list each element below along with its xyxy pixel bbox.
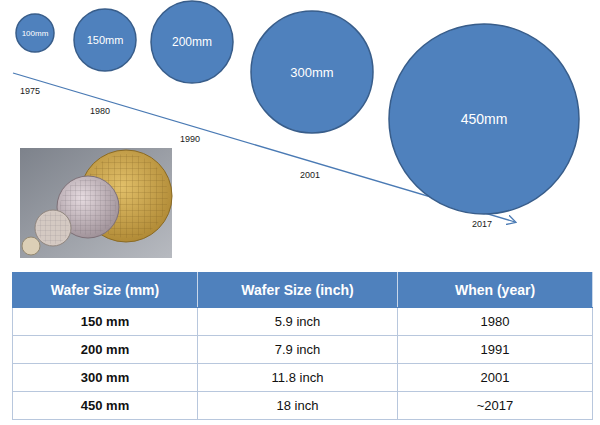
table-cell: 5.9 inch (198, 308, 398, 336)
year-label: 2017 (472, 219, 492, 229)
header-cell: Wafer Size (mm) (13, 273, 198, 308)
size-label: 150mm (87, 34, 124, 46)
wafer-200 (35, 210, 71, 246)
header-cell: When (year) (398, 273, 593, 308)
cell-text: 200 mm (81, 342, 129, 357)
table-cell: 11.8 inch (198, 364, 398, 392)
header-text: When (year) (455, 282, 535, 298)
wafer-circle: 150mm (73, 8, 137, 72)
size-label: 200mm (172, 35, 212, 49)
cell-text: 1980 (481, 314, 510, 329)
header-text: Wafer Size (inch) (241, 282, 353, 298)
table-cell: 2001 (398, 364, 593, 392)
size-label: 300mm (290, 65, 333, 80)
cell-text: 18 inch (277, 398, 319, 413)
cell-text: 7.9 inch (275, 342, 321, 357)
wafer-circle: 200mm (150, 0, 234, 84)
cell-text: ~2017 (477, 398, 514, 413)
year-label: 2001 (300, 170, 320, 180)
header-text: Wafer Size (mm) (51, 282, 159, 298)
size-label: 450mm (461, 111, 508, 127)
cell-text: 300 mm (81, 370, 129, 385)
table-cell: 300 mm (13, 364, 198, 392)
size-label: 100mm (22, 29, 49, 38)
table-cell: 150 mm (13, 308, 198, 336)
photo-ground (20, 148, 172, 258)
table-cell: 450 mm (13, 392, 198, 420)
year-label: 1990 (180, 134, 200, 144)
cell-text: 2001 (481, 370, 510, 385)
table-cell: 7.9 inch (198, 336, 398, 364)
table-cell: 1980 (398, 308, 593, 336)
cell-text: 5.9 inch (275, 314, 321, 329)
table-cell: ~2017 (398, 392, 593, 420)
table-cell: 18 inch (198, 392, 398, 420)
cell-text: 11.8 inch (272, 370, 324, 385)
table-cell: 1991 (398, 336, 593, 364)
cell-text: 450 mm (81, 398, 129, 413)
wafer-100 (22, 237, 40, 255)
year-label: 1975 (20, 86, 40, 96)
wafer-circle: 450mm (388, 23, 580, 215)
cell-text: 1991 (481, 342, 510, 357)
cell-text: 150 mm (81, 314, 129, 329)
wafer-circle: 100mm (15, 13, 55, 53)
wafer-circle: 300mm (250, 10, 374, 134)
year-label: 1980 (90, 106, 110, 116)
table-cell: 200 mm (13, 336, 198, 364)
wafer-table: Wafer Size (mm) Wafer Size (inch) When (ye… (12, 272, 593, 420)
header-cell: Wafer Size (inch) (198, 273, 398, 308)
